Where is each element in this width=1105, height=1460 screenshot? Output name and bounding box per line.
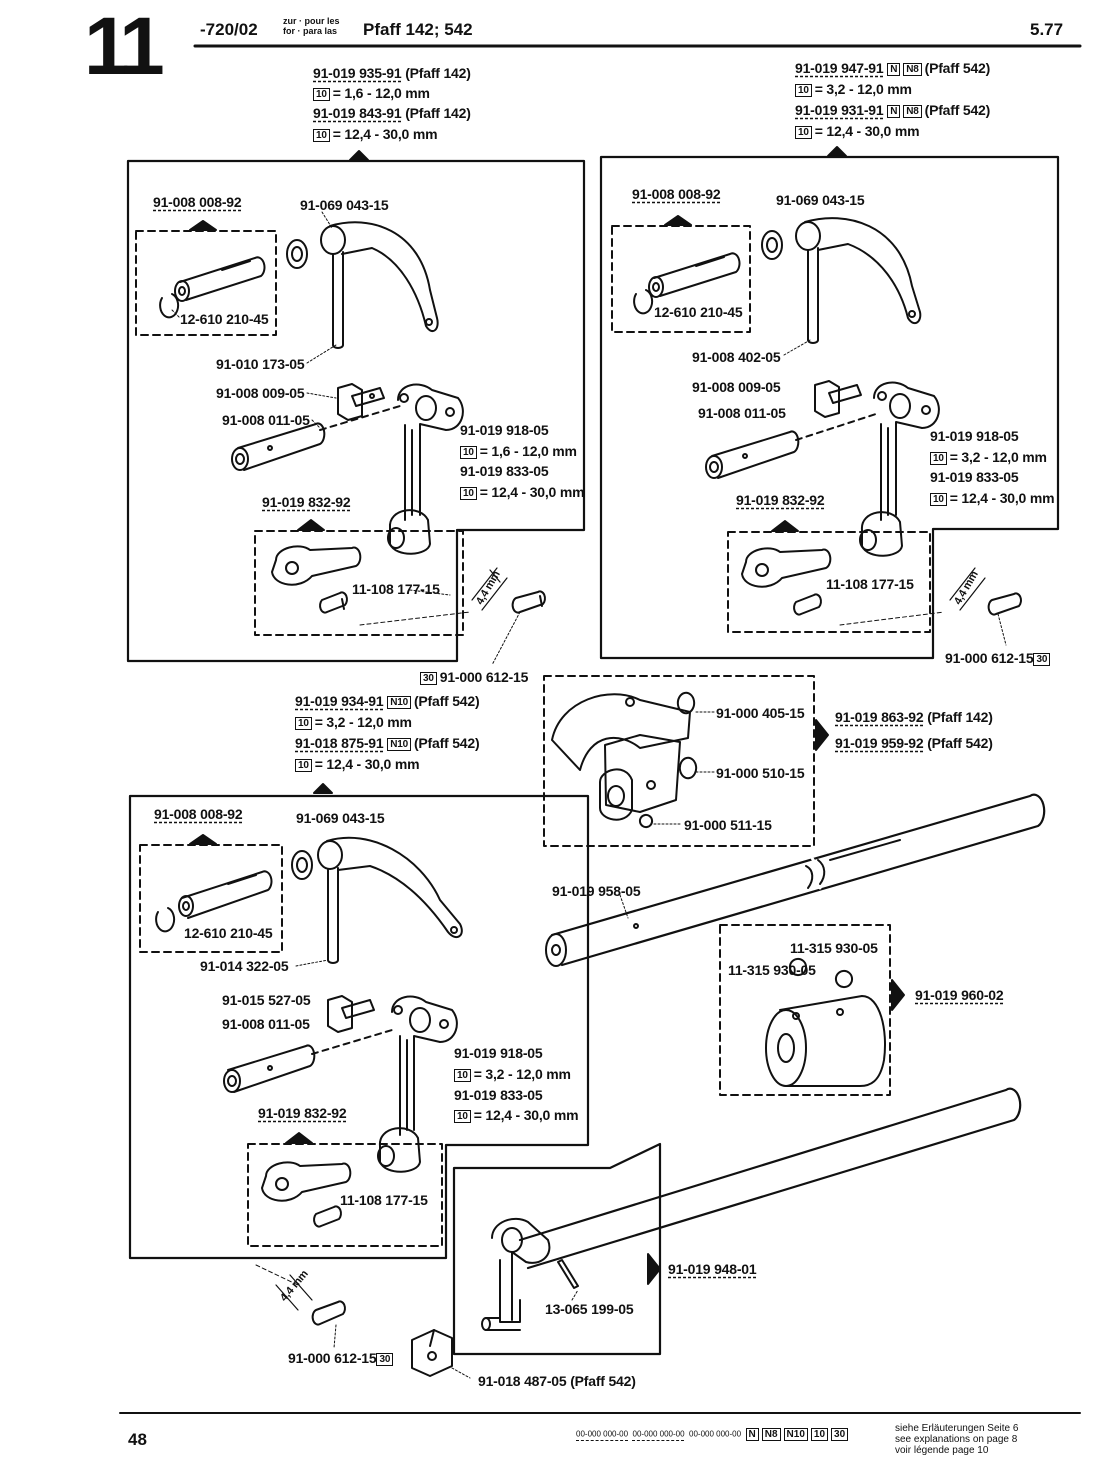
part-label: 91-019 833-05 [460, 463, 549, 479]
range-label: 10= 1,6 - 12,0 mm [313, 85, 430, 101]
part-label: 11-315 930-05 [790, 940, 878, 956]
part-label: 11-315 930-05 [728, 962, 816, 978]
group-frame [126, 159, 586, 663]
assembly-top-right-drawing [599, 146, 1060, 660]
part-label: 91-008 008-92 [154, 806, 243, 822]
range-label: 10= 3,2 - 12,0 mm [795, 81, 912, 97]
part-label: 91-000 405-15 [716, 705, 805, 721]
dashed-subgroup [611, 225, 751, 333]
range-label: 10= 3,2 - 12,0 mm [930, 449, 1047, 465]
part-label: 91-019 918-05 [460, 422, 549, 438]
part-label: 12-610 210-45 [654, 304, 743, 320]
for-words-top: zur · pour les [283, 16, 340, 26]
assembly-top-left-drawing [126, 150, 586, 666]
section-number: 11 [84, 1, 165, 92]
part-label: 91-069 043-15 [296, 810, 385, 826]
group-frame [599, 155, 1060, 660]
part-label: 91-008 008-92 [632, 186, 721, 202]
part-label: 91-010 173-05 [216, 356, 305, 372]
catalog-code: -720/02 [200, 20, 258, 39]
dashed-subgroup [727, 531, 931, 633]
range-label: 10= 3,2 - 12,0 mm [295, 714, 412, 730]
part-label: 91-008 011-05 [222, 1016, 310, 1032]
part-label: 91-019 958-05 [552, 883, 641, 899]
part-label: 91-019 918-05 [454, 1045, 543, 1061]
ref-label: 91-019 959-92 (Pfaff 542) [835, 735, 993, 751]
dashed-subgroup [135, 230, 277, 336]
range-label: 10= 12,4 - 30,0 mm [460, 484, 585, 500]
part-label: 91-008 011-05 [698, 405, 786, 421]
pointer-arrow [349, 150, 369, 161]
part-label: 12-610 210-45 [184, 925, 273, 941]
range-label: 10= 3,2 - 12,0 mm [454, 1066, 571, 1082]
part-label: 91-019 833-05 [454, 1087, 543, 1103]
collar-group-drawing [719, 924, 905, 1096]
dashed-subgroup [247, 1143, 443, 1247]
part-label: 11-108 177-15 [340, 1192, 428, 1208]
part-label: 91-069 043-15 [300, 197, 389, 213]
footer-note-de: siehe Erläuterungen Seite 6 [895, 1423, 1019, 1434]
crank-group-drawing [411, 1087, 1022, 1379]
model-title: Pfaff 142; 542 [363, 20, 473, 39]
group-frame [128, 794, 590, 1260]
ref-label: 91-019 863-92 (Pfaff 142) [835, 709, 993, 725]
dashed-subgroup [254, 530, 464, 636]
part-label: 13-065 199-05 [545, 1301, 634, 1317]
part-label: 12-610 210-45 [180, 311, 269, 327]
date-code: 5.77 [1030, 20, 1064, 39]
footer-note-fr: voir légende page 10 [895, 1445, 989, 1456]
range-label: 10= 1,6 - 12,0 mm [460, 443, 577, 459]
part-label: 91-069 043-15 [776, 192, 865, 208]
range-label: 10= 12,4 - 30,0 mm [295, 756, 420, 772]
part-label: 91-008 009-05 [692, 379, 781, 395]
part-label: 91-018 487-05 (Pfaff 542) [478, 1373, 636, 1389]
footer-code: 00-000 000-00 00-000 000-00 00-000 000-0… [576, 1428, 851, 1441]
ref-label: 91-019 934-91 N10(Pfaff 542) [295, 693, 480, 709]
dashed-subgroup [543, 675, 815, 847]
range-label: 10= 12,4 - 30,0 mm [795, 123, 920, 139]
part-label: 91-000 511-15 [684, 817, 772, 833]
range-label: 10= 12,4 - 30,0 mm [313, 126, 438, 142]
group-frame [452, 1142, 662, 1356]
part-label: 91-008 402-05 [692, 349, 781, 365]
part-label: 11-108 177-15 [826, 576, 914, 592]
ref-label: 91-019 960-02 [915, 987, 1004, 1003]
part-label: 91-019 833-05 [930, 469, 1019, 485]
range-label: 10= 12,4 - 30,0 mm [930, 490, 1055, 506]
ref-label: 91-019 948-01 [668, 1261, 757, 1277]
part-label: 91-008 008-92 [153, 194, 242, 210]
ref-label: 91-018 875-91 N10(Pfaff 542) [295, 735, 480, 751]
ref-label: 91-019 843-91 (Pfaff 142) [313, 105, 471, 121]
part-label: 91-019 832-92 [262, 494, 351, 510]
part-label: 91-008 009-05 [216, 385, 305, 401]
part-label: 91-008 011-05 [222, 412, 310, 428]
assembly-bottom-left-drawing [128, 783, 590, 1349]
part-label: 91-019 832-92 [736, 492, 825, 508]
part-label: 91-015 527-05 [222, 992, 311, 1008]
part-label: 91-014 322-05 [200, 958, 289, 974]
part-label: 91-019 918-05 [930, 428, 1019, 444]
footer-note-en: see explanations on page 8 [895, 1434, 1018, 1445]
part-label: 91-019 832-92 [258, 1105, 347, 1121]
ref-label: 91-019 935-91 (Pfaff 142) [313, 65, 471, 81]
part-label: 91-000 510-15 [716, 765, 805, 781]
range-label: 10= 12,4 - 30,0 mm [454, 1107, 579, 1123]
shaft-drawing [545, 793, 1046, 967]
dashed-subgroup [719, 924, 891, 1096]
for-words-bottom: for · para las [283, 26, 338, 36]
part-label: 11-108 177-15 [352, 581, 440, 597]
page-number: 48 [128, 1430, 147, 1449]
clamp-group-drawing [543, 675, 829, 847]
